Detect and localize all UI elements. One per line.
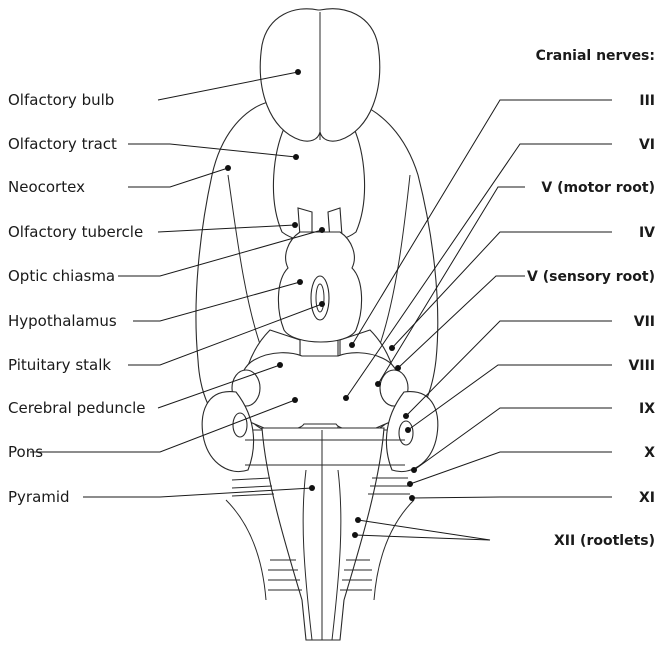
- label-nerve-v-motor: V (motor root): [541, 180, 655, 196]
- olfactory-tract-region: [273, 120, 364, 243]
- label-nerve-viii: VIII: [629, 358, 655, 374]
- cranial-nerves-header: Cranial nerves:: [536, 48, 655, 64]
- label-hypothalamus: Hypothalamus: [8, 312, 117, 330]
- label-neocortex: Neocortex: [8, 178, 85, 196]
- label-olfactory-tract: Olfactory tract: [8, 135, 117, 153]
- medulla: [262, 428, 384, 640]
- label-nerve-x: X: [644, 445, 655, 461]
- label-pituitary-stalk: Pituitary stalk: [8, 356, 111, 374]
- left-label-group: Olfactory bulb Olfactory tract Neocortex…: [8, 91, 146, 506]
- label-olfactory-bulb: Olfactory bulb: [8, 91, 114, 109]
- label-nerve-vi: VI: [639, 137, 655, 153]
- label-nerve-v-sensory: V (sensory root): [527, 269, 655, 285]
- label-nerve-xii: XII (rootlets): [554, 533, 655, 549]
- label-pons: Pons: [8, 443, 43, 461]
- left-flocculus: [233, 413, 247, 437]
- label-olfactory-tubercle: Olfactory tubercle: [8, 223, 143, 241]
- label-optic-chiasma: Optic chiasma: [8, 267, 115, 285]
- label-pyramid: Pyramid: [8, 488, 70, 506]
- label-nerve-vii: VII: [634, 314, 655, 330]
- label-nerve-ix: IX: [639, 401, 655, 417]
- pituitary-stalk-shape: [311, 276, 329, 320]
- pons-shape: [238, 353, 401, 430]
- right-flocculus: [399, 421, 413, 445]
- label-nerve-iv: IV: [639, 225, 655, 241]
- label-nerve-xi: XI: [639, 490, 655, 506]
- label-cerebral-peduncle: Cerebral peduncle: [8, 399, 146, 417]
- label-nerve-iii: III: [639, 93, 655, 109]
